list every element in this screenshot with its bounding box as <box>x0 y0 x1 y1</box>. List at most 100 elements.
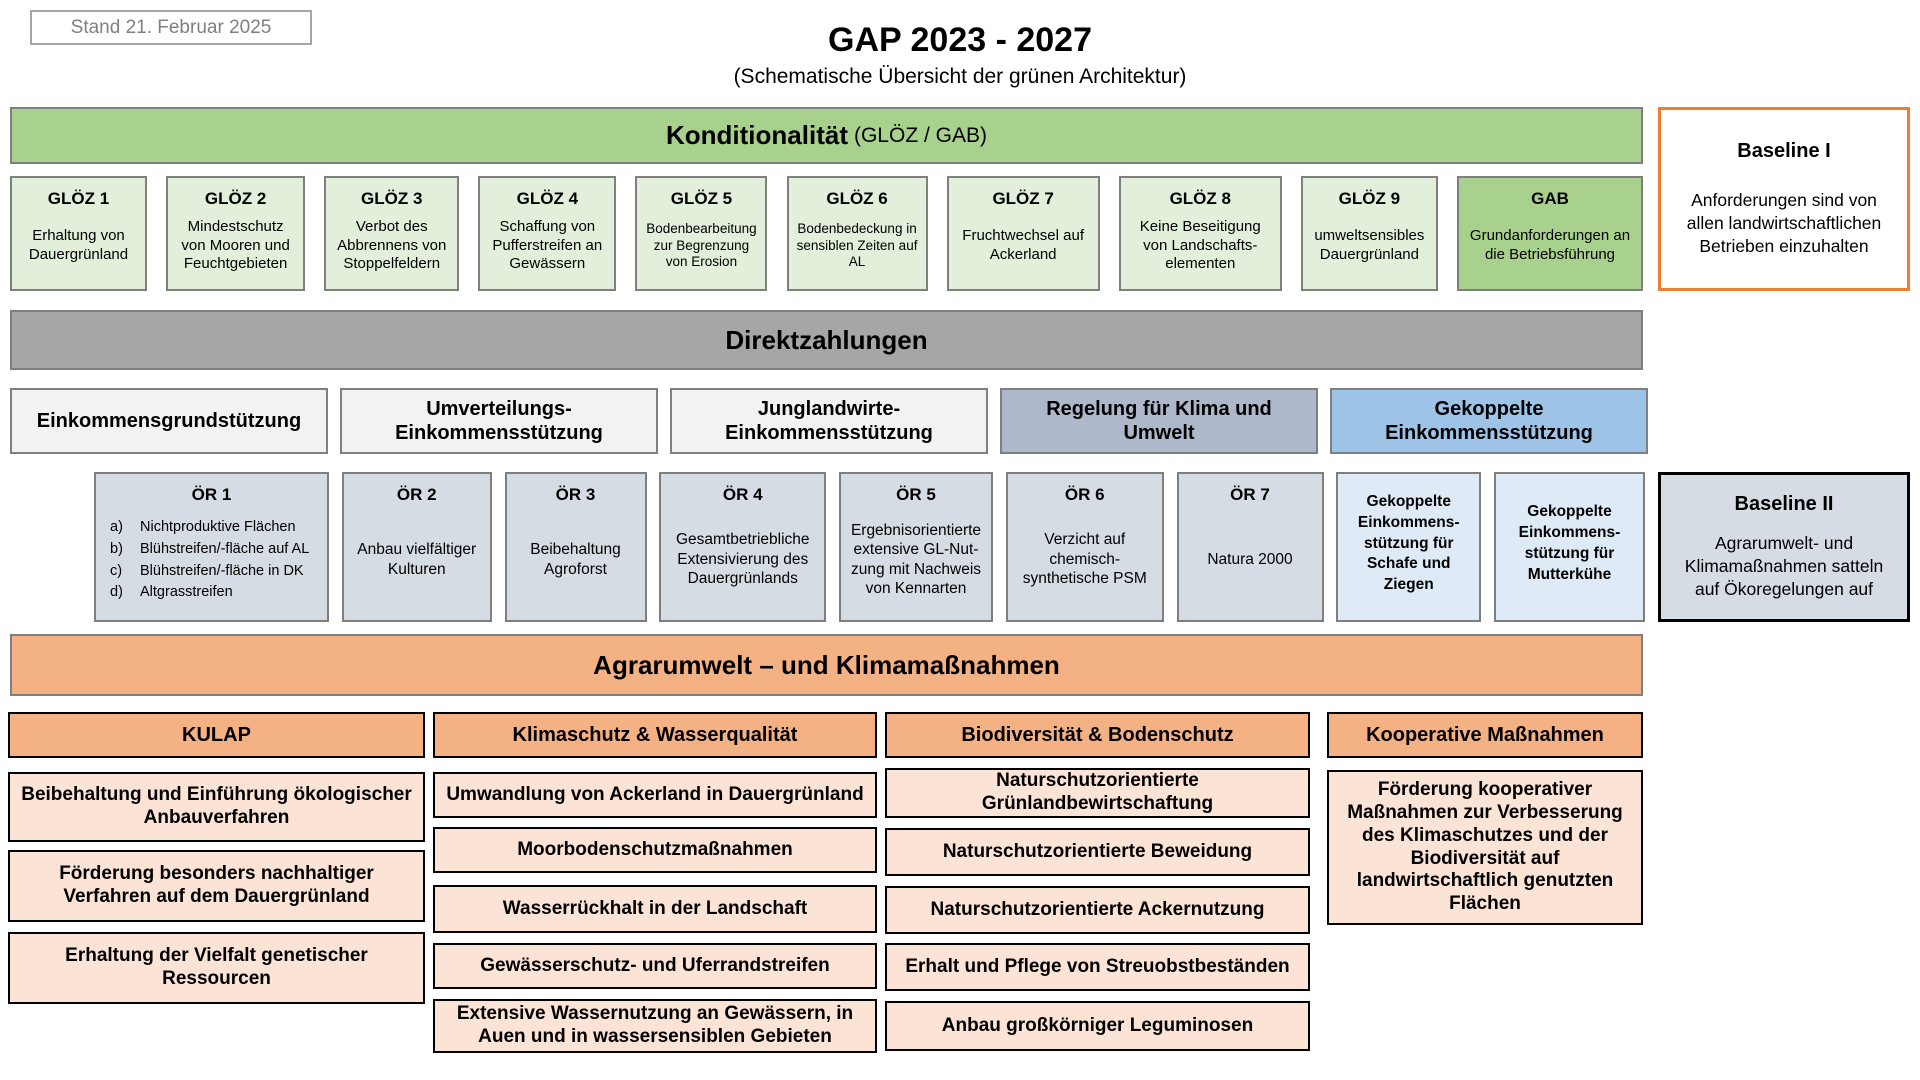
baseline-1-box: Baseline I Anforderungen sind von allen … <box>1658 107 1910 291</box>
or-1-list: a)Nichtproduktive Flächen b)Blühstreifen… <box>96 505 327 620</box>
umverteilungs-box: Umverteilungs-Einkommensstützung <box>340 388 658 454</box>
or-1-item-a: a)Nichtproduktive Flächen <box>110 519 296 535</box>
junglandwirte-box: Junglandwirte-Einkommensstützung <box>670 388 988 454</box>
gloez-7-text: Fruchtwechsel auf Ackerland <box>962 227 1085 263</box>
gab-text: Grundanforderungen an die Betriebsführun… <box>1469 227 1631 263</box>
or-2-title: ÖR 2 <box>396 485 437 504</box>
aukm-item: Wasserrückhalt in der Landschaft <box>433 885 877 933</box>
page-subtitle: (Schematische Übersicht der grünen Archi… <box>733 65 1187 89</box>
stand-date-box: Stand 21. Februar 2025 <box>30 10 312 45</box>
gloez-3-text: Verbot des Abbrennens von Stoppelfeldern <box>337 217 447 273</box>
aukm-item: Umwandlung von Ackerland in Dauergrünlan… <box>433 772 877 818</box>
banner-konditionalitaet-label: Konditionalität <box>666 120 848 150</box>
gab-title: GAB <box>1531 189 1569 208</box>
or-1-box: ÖR 1 a)Nichtproduktive Flächen b)Blühstr… <box>94 472 329 622</box>
gloez-7-title: GLÖZ 7 <box>992 189 1054 208</box>
gloez-6-box: GLÖZ 6 Bodenbedeckung in sensiblen Zeite… <box>786 176 928 291</box>
or-1-title: ÖR 1 <box>191 485 232 504</box>
title-block: GAP 2023 - 2027 (Schematische Übersicht … <box>0 21 1920 89</box>
baseline-2-title: Baseline II <box>1734 493 1834 516</box>
gloez-8-box: GLÖZ 8 Keine Beseitigung von Landschafts… <box>1118 176 1282 291</box>
aukm-item: Naturschutzorientierte Grünlandbewirtsch… <box>885 768 1310 818</box>
banner-konditionalitaet: Konditionalität (GLÖZ / GAB) <box>10 107 1643 164</box>
aukm-header-biodiversitaet: Biodiversität & Bodenschutz <box>885 712 1310 758</box>
gloez-6-title: GLÖZ 6 <box>826 189 888 208</box>
aukm-item: Förderung besonders nachhaltiger Verfahr… <box>8 850 425 922</box>
gloez-row: GLÖZ 1 Erhaltung von Dauergrünland GLÖZ … <box>10 176 1643 291</box>
baseline-1-text: Anforderungen sind von allen landwirtsch… <box>1686 190 1882 256</box>
aukm-item: Naturschutzorientierte Ackernutzung <box>885 886 1310 934</box>
aukm-item: Beibehaltung und Einführung ökologischer… <box>8 772 425 842</box>
or-1-item-c: c)Blühstreifen/-fläche in DK <box>110 562 304 579</box>
aukm-item: Naturschutzorientierte Beweidung <box>885 828 1310 876</box>
banner-direktzahlungen: Direktzahlungen <box>10 310 1643 370</box>
stand-date-label: Stand 21. Februar 2025 <box>70 16 272 38</box>
aukm-header-klimaschutz: Klimaschutz & Wasserqualität <box>433 712 877 758</box>
banner-direktzahlungen-label: Direktzahlungen <box>725 324 928 355</box>
or-3-text: Beibehaltung Agroforst <box>530 541 621 578</box>
gloez-8-title: GLÖZ 8 <box>1169 189 1231 208</box>
or-5-box: ÖR 5 Ergebnisorientierte extensive GL-Nu… <box>839 472 993 622</box>
aukm-header-kooperativ: Kooperative Maßnahmen <box>1327 712 1643 758</box>
gloez-2-title: GLÖZ 2 <box>204 189 267 208</box>
or-7-title: ÖR 7 <box>1230 485 1270 504</box>
or-2-box: ÖR 2 Anbau vielfältiger Kulturen <box>341 472 492 622</box>
or-4-title: ÖR 4 <box>722 485 763 504</box>
or-6-title: ÖR 6 <box>1064 485 1105 504</box>
gab-box: GAB Grundanforderungen an die Betriebsfü… <box>1456 176 1643 291</box>
gloez-4-title: GLÖZ 4 <box>516 189 579 208</box>
banner-konditionalitaet-sublabel: (GLÖZ / GAB) <box>853 123 987 147</box>
gloez-9-box: GLÖZ 9 umweltsensibles Dauergrünland <box>1300 176 1438 291</box>
oekoregelungen-row: ÖR 1 a)Nichtproduktive Flächen b)Blühstr… <box>94 472 1645 622</box>
aukm-item: Anbau großkörniger Leguminosen <box>885 1001 1310 1051</box>
regelung-klima-umwelt-box: Regelung für Klima und Umwelt <box>1000 388 1318 454</box>
page-title: GAP 2023 - 2027 <box>828 21 1092 59</box>
baseline-2-text: Agrarumwelt- und Klimamaßnahmen satteln … <box>1684 533 1884 599</box>
gloez-5-title: GLÖZ 5 <box>670 189 733 208</box>
or-4-text: Gesamtbetriebliche Extensivierung des Da… <box>675 531 810 588</box>
gekoppelte-schafe-ziegen-box: Gekoppelte Einkommens-stützung für Schaf… <box>1336 472 1482 622</box>
aukm-item: Erhaltung der Vielfalt genetischer Resso… <box>8 932 425 1004</box>
or-1-item-b: b)Blühstreifen/-fläche auf AL <box>110 540 310 557</box>
gloez-7-box: GLÖZ 7 Fruchtwechsel auf Ackerland <box>946 176 1100 291</box>
gloez-1-box: GLÖZ 1 Erhaltung von Dauergrünland <box>10 176 147 291</box>
or-6-text: Verzicht auf chemisch-synthetische PSM <box>1022 531 1147 588</box>
gloez-3-box: GLÖZ 3 Verbot des Abbrennens von Stoppel… <box>324 176 460 291</box>
gloez-2-box: GLÖZ 2 Mindestschutz von Mooren und Feuc… <box>166 176 306 291</box>
gloez-5-box: GLÖZ 5 Bodenbearbeitung zur Begrenzung v… <box>635 176 768 291</box>
gloez-4-text: Schaffung von Pufferstreifen an Gewässer… <box>492 217 603 273</box>
gekoppelte-mutterkuehe-text: Gekoppelte Einkommens-stützung für Mutte… <box>1518 503 1621 583</box>
gloez-3-title: GLÖZ 3 <box>361 189 423 208</box>
or-4-box: ÖR 4 Gesamtbetriebliche Extensivierung d… <box>659 472 827 622</box>
or-6-box: ÖR 6 Verzicht auf chemisch-synthetische … <box>1005 472 1164 622</box>
or-7-text: Natura 2000 <box>1207 550 1293 568</box>
gloez-1-text: Erhaltung von Dauergrünland <box>28 227 129 263</box>
banner-aukm: Agrarumwelt – und Klimamaßnahmen <box>10 634 1643 696</box>
or-5-title: ÖR 5 <box>896 485 936 504</box>
gekoppelte-mutterkuehe-box: Gekoppelte Einkommens-stützung für Mutte… <box>1494 472 1645 622</box>
gloez-9-title: GLÖZ 9 <box>1338 189 1401 208</box>
or-7-box: ÖR 7 Natura 2000 <box>1176 472 1324 622</box>
aukm-item: Erhalt und Pflege von Streuobstbeständen <box>885 943 1310 991</box>
or-5-text: Ergebnisorientierte extensive GL-Nut-zun… <box>850 521 982 597</box>
gloez-1-title: GLÖZ 1 <box>47 189 110 208</box>
aukm-header-kulap: KULAP <box>8 712 425 758</box>
gloez-5-text: Bodenbearbeitung zur Begrenzung von Eros… <box>646 220 757 270</box>
banner-aukm-label: Agrarumwelt – und Klimamaßnahmen <box>593 649 1060 680</box>
baseline-1-title: Baseline I <box>1737 140 1831 163</box>
or-3-box: ÖR 3 Beibehaltung Agroforst <box>504 472 647 622</box>
gekoppelte-schafe-ziegen-text: Gekoppelte Einkommens-stützung für Schaf… <box>1357 492 1460 594</box>
gloez-2-text: Mindestschutz von Mooren und Feuchtgebie… <box>181 217 290 273</box>
aukm-item: Moorbodenschutzmaßnahmen <box>433 827 877 873</box>
gloez-4-box: GLÖZ 4 Schaffung von Pufferstreifen an G… <box>478 176 617 291</box>
baseline-2-box: Baseline II Agrarumwelt- und Klimamaßnah… <box>1658 472 1910 622</box>
aukm-item: Extensive Wassernutzung an Gewässern, in… <box>433 999 877 1053</box>
aukm-item: Gewässerschutz- und Uferrandstreifen <box>433 943 877 989</box>
or-3-title: ÖR 3 <box>555 485 596 504</box>
aukm-item: Förderung kooperativer Maßnahmen zur Ver… <box>1327 770 1643 925</box>
einkommensgrundstuetzung-box: Einkommensgrundstützung <box>10 388 328 454</box>
gloez-6-text: Bodenbedeckung in sensiblen Zeiten auf A… <box>796 220 918 270</box>
gekoppelte-einkommensstuetzung-box: Gekoppelte Einkommensstützung <box>1330 388 1648 454</box>
or-2-text: Anbau vielfältiger Kulturen <box>357 541 477 578</box>
